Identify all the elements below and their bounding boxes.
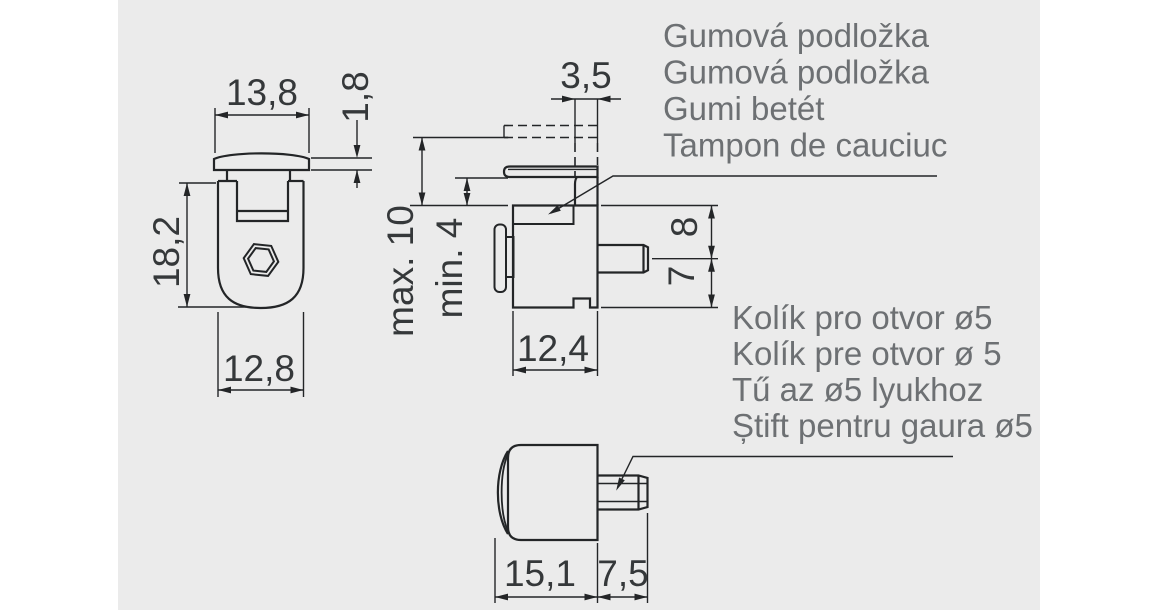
arrowhead-icon <box>463 178 471 191</box>
hex-socket-outer <box>242 243 280 277</box>
dim-min-thickness: min. 4 <box>429 177 508 319</box>
dim-pin-position: 8 7 <box>601 204 718 309</box>
dim-cap-width: 13,8 <box>214 72 310 153</box>
arrowhead-icon <box>616 477 625 491</box>
rubber-pad-labels: Gumová podložka Gumová podložka Gumi bet… <box>663 17 947 164</box>
rubber-pad-line <box>513 205 575 225</box>
arrowhead-icon <box>290 386 304 394</box>
arrowhead-icon <box>495 593 508 601</box>
label-pin-sk: Kolík pre otvor ø 5 <box>732 335 1002 372</box>
dim-text-cap-lip: 1,8 <box>335 71 376 122</box>
arrowhead-icon <box>708 205 715 219</box>
arrowhead-icon <box>463 193 471 206</box>
body-outline <box>216 181 305 310</box>
dim-text-below-pin: 7 <box>661 266 702 287</box>
arrowhead-icon <box>548 205 561 215</box>
arrowhead-icon <box>215 111 228 119</box>
label-rubber-pad-sk: Gumová podložka <box>663 54 930 91</box>
front-cap-arc-inner <box>500 453 509 532</box>
bottom-view: 15,1 7,5 <box>494 443 953 603</box>
dim-gap: 3,5 <box>551 55 621 103</box>
label-pin-hu: Tű az ø5 lyukhoz <box>732 371 983 408</box>
arrowhead-icon <box>597 95 611 103</box>
front-cap-plate <box>505 236 515 278</box>
dim-cap-lip: 1,8 <box>311 71 376 188</box>
dim-body-length: 15,1 7,5 <box>494 513 649 603</box>
arrowhead-icon <box>418 137 426 151</box>
arrowhead-icon <box>597 593 611 601</box>
leader-line <box>617 455 953 488</box>
label-rubber-pad-cz: Gumová podložka <box>663 17 930 54</box>
body-outline <box>506 443 599 542</box>
dim-max-thickness: max. 10 <box>380 136 508 337</box>
arrowhead-icon <box>183 183 191 196</box>
arrowhead-icon <box>708 258 715 272</box>
arrowhead-icon <box>562 95 575 103</box>
rubber-pad-leader <box>548 175 937 215</box>
side-view: 3,5 max. 10 min. 4 <box>380 55 937 376</box>
arrowhead-icon <box>296 111 309 119</box>
dim-text-height: 18,2 <box>146 216 187 288</box>
dim-text-max-thickness: max. 10 <box>380 205 421 337</box>
front-cap-arc-outer <box>496 450 509 535</box>
label-pin-cz: Kolík pro otvor ø5 <box>732 299 992 336</box>
arrowhead-icon <box>708 294 715 308</box>
pin-labels: Kolík pro otvor ø5 Kolík pre otvor ø 5 T… <box>732 299 1033 444</box>
pin-outline <box>597 243 650 274</box>
arrowhead-icon <box>584 593 598 601</box>
pin-leader <box>616 455 953 491</box>
arrowhead-icon <box>418 192 426 206</box>
label-rubber-pad-ro: Tampon de cauciuc <box>663 127 947 164</box>
arrowhead-icon <box>353 170 361 183</box>
arrowhead-icon <box>634 593 648 601</box>
cap-outline <box>212 152 311 172</box>
front-view: 13,8 1,8 18,2 12,8 <box>146 71 376 397</box>
dim-base-width: 12,8 <box>217 312 305 397</box>
arrowhead-icon <box>584 366 598 374</box>
dim-text-body-length: 15,1 <box>504 553 576 594</box>
dim-text-pin-length: 7,5 <box>597 553 648 594</box>
arrowhead-icon <box>353 145 361 158</box>
arrowhead-icon <box>183 294 191 307</box>
label-rubber-pad-hu: Gumi betét <box>663 90 824 127</box>
neck-outline <box>573 176 578 206</box>
dim-text-depth: 12,4 <box>517 328 589 369</box>
drawing-sheet <box>118 0 1040 610</box>
dim-text-base-width: 12,8 <box>223 348 295 389</box>
channel-outline <box>235 181 290 223</box>
hex-socket <box>242 243 280 277</box>
label-pin-ro: Știft pentru gaura ø5 <box>732 407 1033 444</box>
flange-outline <box>502 165 599 179</box>
hex-socket-inner <box>246 247 276 273</box>
pin-outline <box>597 474 649 511</box>
dim-text-gap: 3,5 <box>560 55 611 96</box>
dim-depth: 12,4 <box>512 311 599 376</box>
dim-text-cap-width: 13,8 <box>226 72 298 113</box>
leader-line <box>550 175 937 214</box>
body-outline <box>511 204 599 309</box>
dim-text-min-thickness: min. 4 <box>429 218 470 319</box>
arrowhead-icon <box>513 366 526 374</box>
arrowhead-icon <box>708 245 715 259</box>
arrowhead-icon <box>218 386 231 394</box>
dim-text-above-pin: 8 <box>664 217 705 238</box>
dim-height: 18,2 <box>146 182 246 308</box>
